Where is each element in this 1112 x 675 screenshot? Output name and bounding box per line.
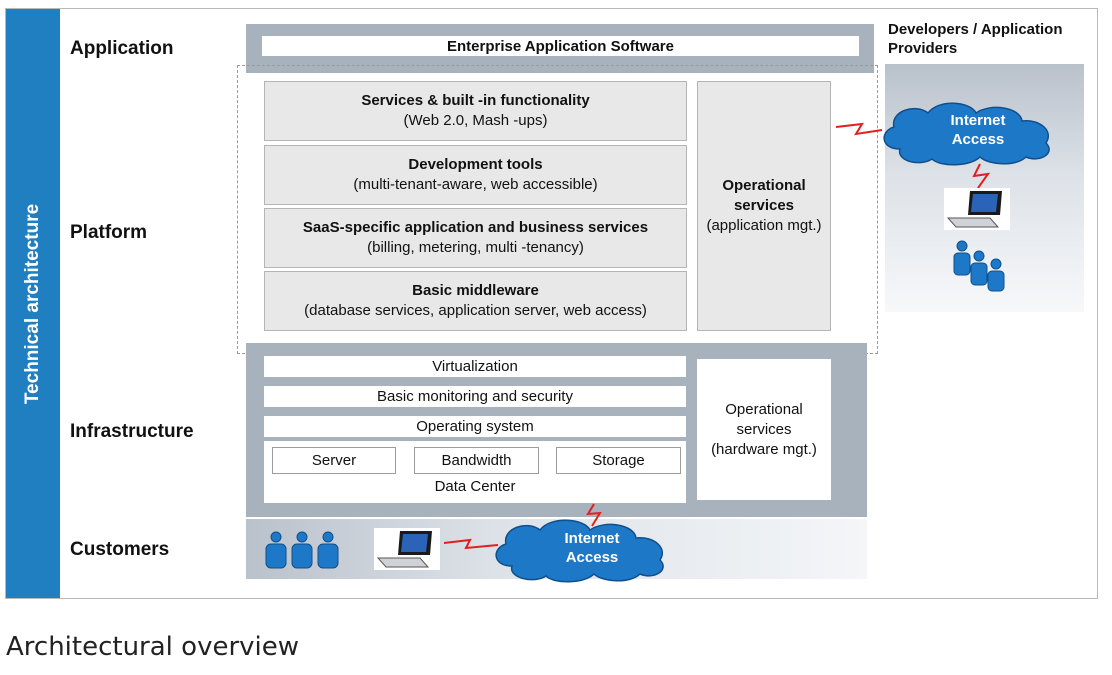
layer-label-customers: Customers	[70, 539, 170, 560]
sidebar	[6, 9, 60, 598]
platform-box-title: Services & built -in functionality	[361, 92, 590, 109]
platform-box-middleware: Basic middleware (database services, app…	[264, 271, 687, 331]
data-center-storage: Storage	[556, 447, 681, 474]
layer-label-platform: Platform	[70, 222, 148, 243]
laptop-icon	[944, 188, 1010, 230]
connection-link	[443, 538, 499, 550]
layer-label-infrastructure: Infrastructure	[70, 421, 194, 442]
connection-link	[835, 122, 883, 136]
infra-operating-system: Operating system	[264, 416, 686, 437]
platform-box-subtitle: (multi-tenant-aware, web accessible)	[353, 176, 598, 193]
layer-label-application: Application	[70, 38, 174, 59]
data-center-bandwidth: Bandwidth	[414, 447, 539, 474]
platform-box-title: Basic middleware	[412, 282, 539, 299]
developers-cloud-label: Internet Access	[950, 112, 1006, 148]
data-center-label: Data Center	[434, 478, 516, 495]
platform-box-title: SaaS-specific application and business s…	[302, 219, 649, 236]
operational-subtitle: (application mgt.)	[706, 217, 822, 234]
infra-virtualization: Virtualization	[264, 356, 686, 377]
people-icon	[265, 531, 339, 569]
cloud-icon	[883, 102, 1050, 166]
platform-box-subtitle: (Web 2.0, Mash -ups)	[403, 112, 548, 129]
platform-box-subtitle: (billing, metering, multi -tenancy)	[367, 239, 584, 256]
developers-title: Developers / Application Providers	[888, 21, 1063, 57]
infra-monitoring-security: Basic monitoring and security	[264, 386, 686, 407]
connection-link	[586, 503, 602, 527]
operational-title: Operational services	[722, 177, 806, 214]
enterprise-application-bar: Enterprise Application Software	[262, 36, 859, 56]
connection-link	[972, 163, 991, 189]
platform-box-saas: SaaS-specific application and business s…	[264, 208, 687, 268]
laptop-icon	[374, 528, 440, 570]
platform-box-services: Services & built -in functionality (Web …	[264, 81, 687, 141]
infra-operational-services: Operational services (hardware mgt.)	[697, 359, 831, 500]
platform-box-subtitle: (database services, application server, …	[304, 302, 647, 319]
platform-box-title: Development tools	[408, 156, 543, 173]
people-icon	[953, 240, 1005, 292]
platform-operational-services: Operational services (application mgt.)	[697, 81, 831, 331]
platform-box-dev-tools: Development tools (multi-tenant-aware, w…	[264, 145, 687, 205]
cloud-icon	[495, 519, 664, 583]
caption: Architectural overview	[6, 632, 300, 662]
customers-cloud-label: Internet Access	[564, 530, 620, 566]
data-center-server: Server	[272, 447, 396, 474]
